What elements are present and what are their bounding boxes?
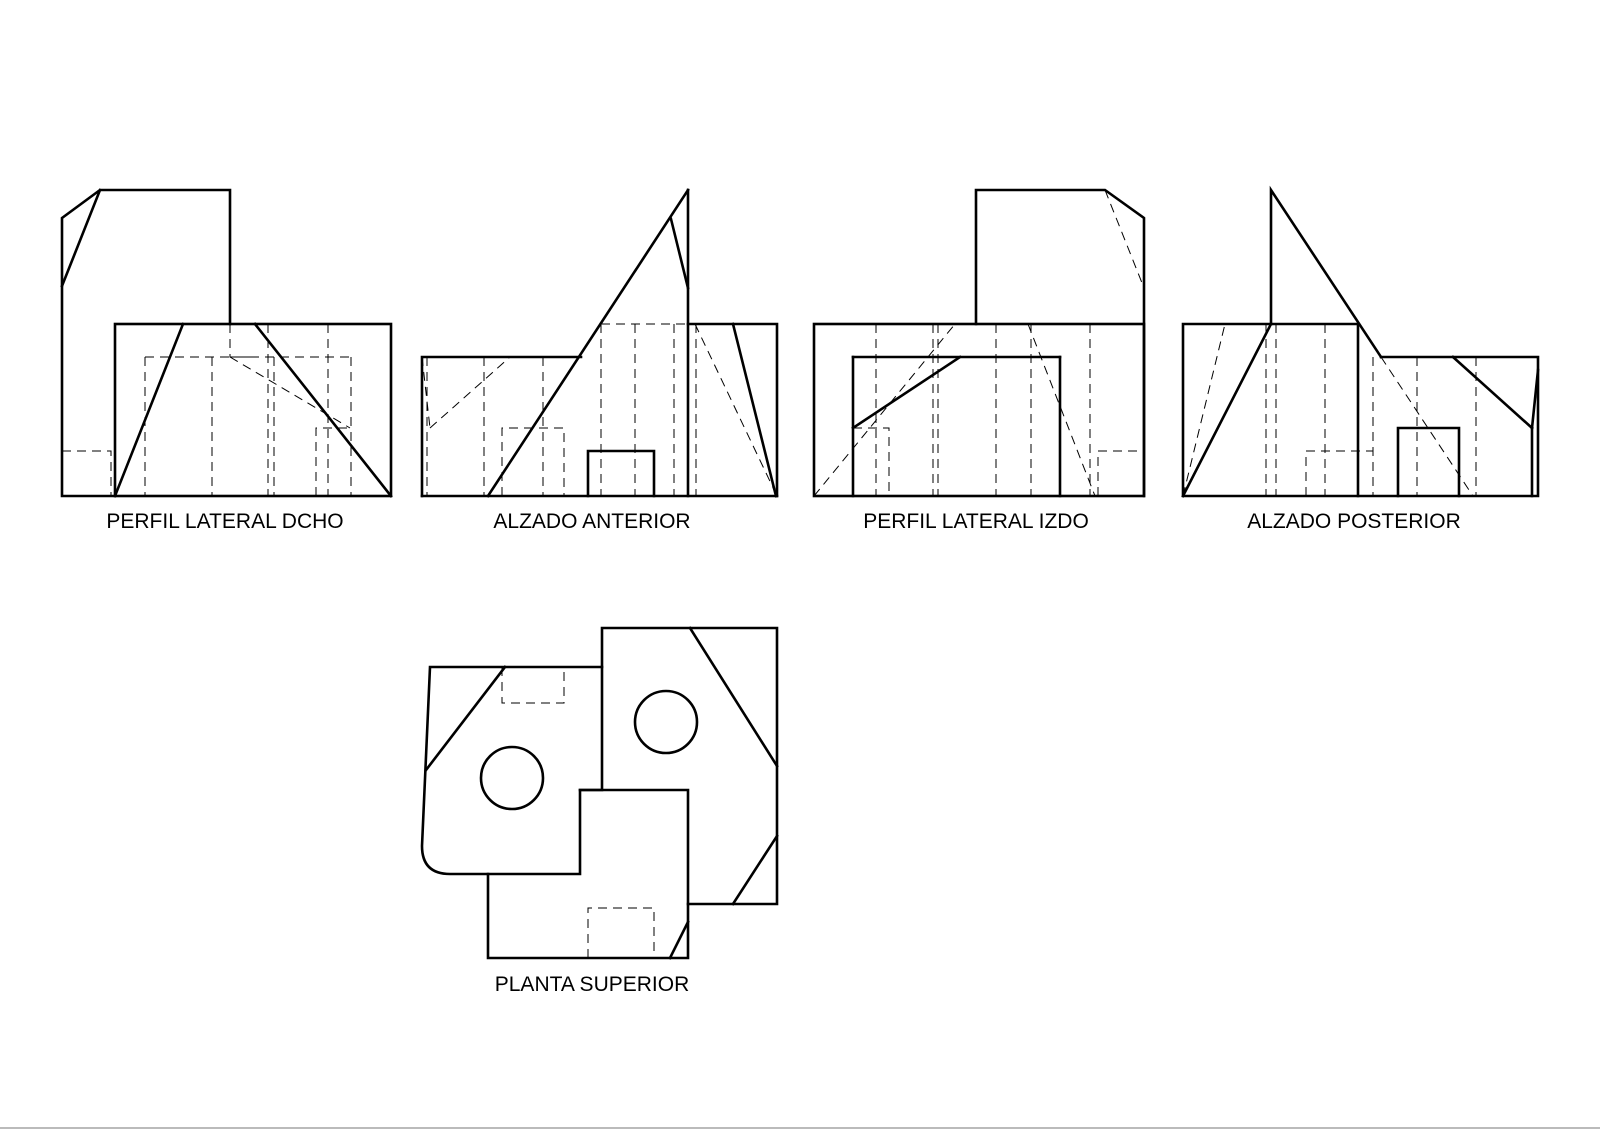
left-profile-view: PERFIL LATERAL IZDO (812, 188, 1146, 533)
rear-elevation-visible-edges (1181, 185, 1540, 498)
left-profile-hidden-edges (813, 189, 1145, 497)
top-plan-view: PLANTA SUPERIOR (420, 626, 779, 996)
front-elevation-label: ALZADO ANTERIOR (493, 510, 690, 533)
right-profile-view: PERFIL LATERAL DCHO (60, 188, 393, 533)
rear-elevation-label: ALZADO POSTERIOR (1247, 510, 1461, 533)
front-elevation-hidden-edges (421, 323, 778, 497)
right-profile-visible-edges (60, 188, 393, 498)
right-profile-label: PERFIL LATERAL DCHO (106, 510, 343, 533)
rear-elevation-hidden-edges (1182, 219, 1477, 497)
right-profile-hidden-edges (62, 324, 352, 496)
rear-elevation-view: ALZADO POSTERIOR (1181, 185, 1540, 533)
top-plan-visible-edges (420, 626, 779, 960)
top-plan-label: PLANTA SUPERIOR (495, 973, 690, 996)
front-elevation-view: ALZADO ANTERIOR (420, 188, 779, 533)
top-plan-hidden-edges (501, 667, 655, 958)
left-profile-visible-edges (812, 188, 1146, 498)
front-elevation-visible-edges (420, 188, 779, 498)
left-profile-label: PERFIL LATERAL IZDO (863, 510, 1089, 533)
